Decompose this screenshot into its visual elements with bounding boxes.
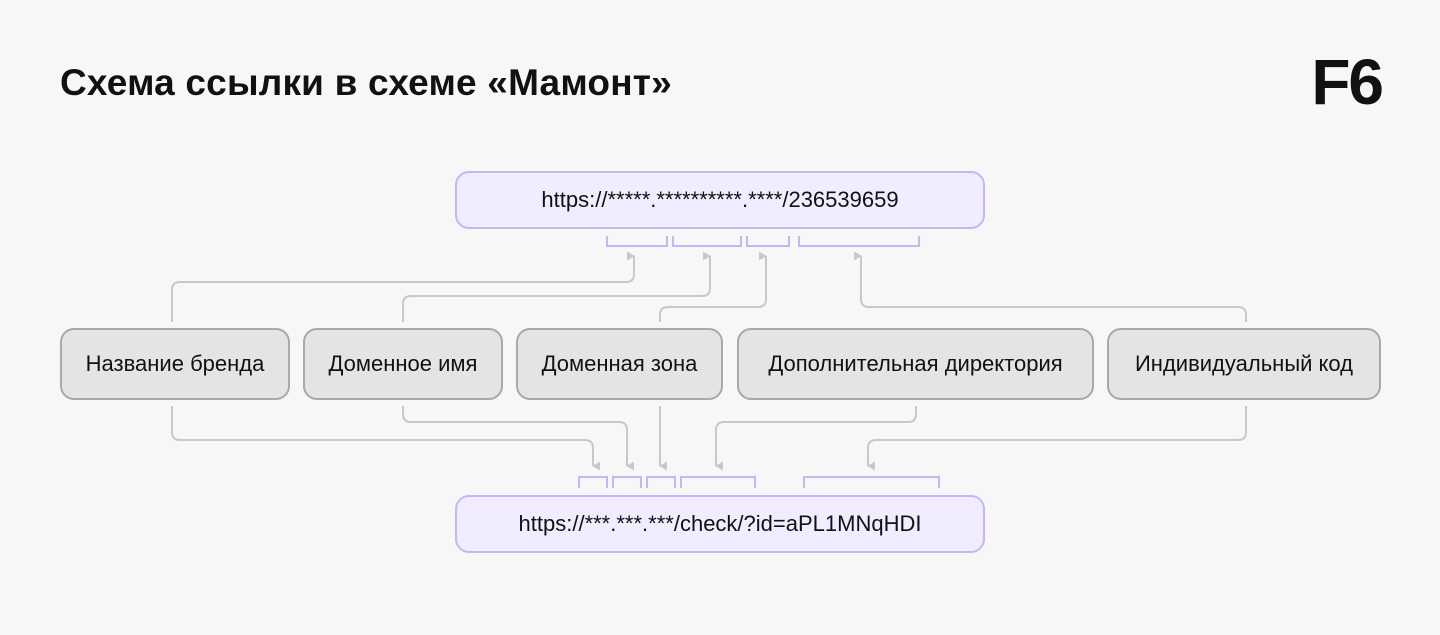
top-bracket-zone bbox=[746, 236, 790, 247]
bottom-bracket-zone bbox=[646, 476, 676, 488]
chip-individual-code: Индивидуальный код bbox=[1107, 328, 1381, 400]
top-url-box: https://*****.**********.****/236539659 bbox=[455, 171, 985, 229]
connector-code-top bbox=[853, 251, 1247, 322]
connector-zone-top bbox=[659, 251, 767, 322]
bottom-url-box: https://***.***.***/check/?id=aPL1MNqHDI bbox=[455, 495, 985, 553]
chip-extra-directory-label: Дополнительная директория bbox=[768, 351, 1063, 376]
bottom-bracket-brand bbox=[578, 476, 608, 488]
top-url-text: https://*****.**********.****/236539659 bbox=[541, 187, 899, 212]
top-url-brackets bbox=[606, 236, 920, 247]
chip-domain-zone-label: Доменная зона bbox=[541, 351, 698, 376]
connector-code-bottom bbox=[867, 406, 1247, 471]
bottom-bracket-domain bbox=[612, 476, 642, 488]
top-bracket-brand bbox=[606, 236, 668, 247]
chip-domain-name: Доменное имя bbox=[303, 328, 503, 400]
chip-brand-name-label: Название бренда bbox=[85, 351, 265, 376]
bottom-url-text: https://***.***.***/check/?id=aPL1MNqHDI bbox=[518, 511, 922, 536]
connector-brand-top bbox=[171, 251, 635, 322]
bottom-bracket-directory bbox=[680, 476, 756, 488]
top-bracket-domain bbox=[672, 236, 742, 247]
f6-logo: F6 bbox=[1311, 46, 1384, 118]
diagram-title: Схема ссылки в схеме «Мамонт» bbox=[60, 62, 672, 103]
chip-domain-zone: Доменная зона bbox=[516, 328, 723, 400]
top-bracket-code bbox=[798, 236, 920, 247]
connector-domain-top bbox=[402, 251, 711, 322]
bottom-url-brackets bbox=[578, 476, 940, 488]
chip-brand-name: Название бренда bbox=[60, 328, 290, 400]
connector-domain-bottom bbox=[402, 406, 635, 471]
connector-brand-bottom bbox=[171, 406, 601, 471]
chip-domain-name-label: Доменное имя bbox=[328, 351, 478, 376]
chip-individual-code-label: Индивидуальный код bbox=[1134, 351, 1353, 376]
connector-directory-bottom bbox=[715, 406, 917, 471]
bottom-bracket-code bbox=[803, 476, 940, 488]
chip-extra-directory: Дополнительная директория bbox=[737, 328, 1094, 400]
